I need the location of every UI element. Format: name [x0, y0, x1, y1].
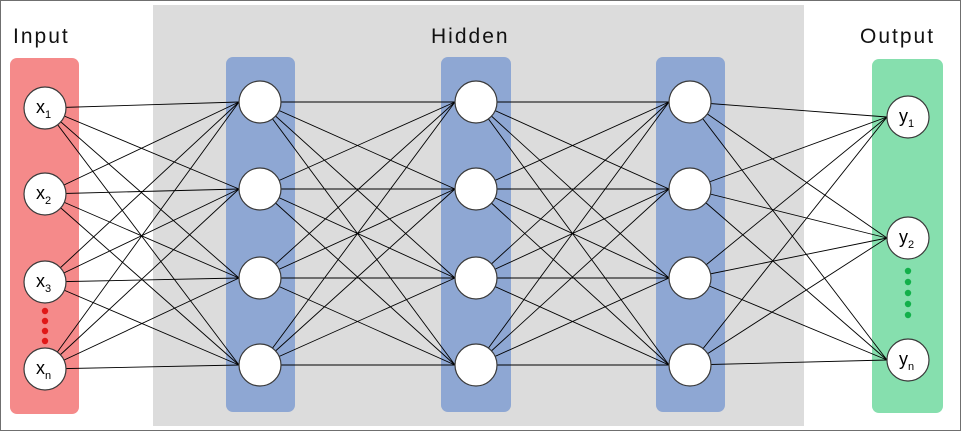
- neurons: x1 x2 x3 xn y1 y2 yn: [23, 80, 930, 391]
- neuron-circle: [454, 343, 498, 387]
- connection-line: [259, 277, 456, 366]
- connection-line: [689, 116, 888, 366]
- neuron-circle: [23, 347, 67, 391]
- connection-line: [44, 188, 240, 370]
- neuron-circle: [238, 80, 282, 124]
- neuron-label: x1: [36, 97, 51, 121]
- connection-line: [259, 101, 456, 366]
- input-neuron: x1: [23, 86, 67, 130]
- connection-line: [475, 101, 670, 190]
- input-section-label: Input: [13, 25, 70, 48]
- output-neuron: y2: [886, 216, 930, 260]
- connections: [44, 101, 888, 370]
- hidden-neuron-layer-3: [668, 343, 712, 387]
- connection-line: [689, 116, 888, 190]
- connection-line: [689, 101, 888, 118]
- connection-line: [475, 101, 670, 366]
- input-layer-band: [10, 58, 79, 414]
- neuron-circle: [886, 95, 930, 139]
- connection-line: [689, 237, 888, 366]
- connection-line: [44, 277, 240, 283]
- hidden-neuron-layer-1: [238, 343, 282, 387]
- neuron-circle: [23, 172, 67, 216]
- neuron-circle: [668, 343, 712, 387]
- neuron-label: x2: [36, 183, 51, 207]
- hidden-neuron-layer-2: [454, 167, 498, 211]
- connection-line: [44, 101, 240, 195]
- hidden-layer-2-band: [441, 57, 511, 412]
- input-ellipsis-dot: [41, 327, 49, 335]
- output-neuron: yn: [886, 338, 930, 382]
- output-neuron: y1: [886, 95, 930, 139]
- connection-line: [44, 101, 240, 109]
- neuron-circle: [454, 80, 498, 124]
- connection-line: [475, 277, 670, 366]
- neuron-circle: [454, 256, 498, 300]
- input-neuron: x3: [23, 260, 67, 304]
- connection-line: [689, 116, 888, 279]
- neuron-circle: [886, 216, 930, 260]
- connection-line: [689, 359, 888, 366]
- hidden-neuron-layer-3: [668, 256, 712, 300]
- neuron-circle: [886, 338, 930, 382]
- output-section-label: Output: [860, 25, 935, 48]
- connection-line: [44, 364, 240, 370]
- connection-line: [475, 188, 670, 366]
- connection-line: [689, 237, 888, 279]
- neuron-label: x3: [36, 271, 51, 295]
- connection-line: [44, 107, 240, 190]
- neuron-circle: [668, 167, 712, 211]
- neuron-label: yn: [899, 349, 914, 373]
- connection-line: [44, 277, 240, 370]
- neuron-circle: [238, 256, 282, 300]
- neuron-circle: [668, 80, 712, 124]
- neuron-label: y2: [899, 227, 914, 251]
- connection-line: [44, 107, 240, 366]
- neuron-circle: [668, 256, 712, 300]
- hidden-neuron-layer-2: [454, 343, 498, 387]
- output-ellipsis-dot: [904, 267, 912, 275]
- hidden-neuron-layer-3: [668, 167, 712, 211]
- connection-line: [259, 101, 456, 279]
- ellipsis-dots: [41, 267, 912, 345]
- connection-line: [689, 101, 888, 239]
- hidden-neuron-layer-1: [238, 167, 282, 211]
- connection-line: [689, 277, 888, 361]
- connection-line: [44, 101, 240, 283]
- input-ellipsis-dot: [41, 337, 49, 345]
- neuron-label: y1: [899, 106, 914, 130]
- hidden-layer-1-band: [226, 57, 295, 412]
- output-ellipsis-dot: [904, 311, 912, 319]
- neuron-label: xn: [36, 358, 51, 382]
- input-neuron: x2: [23, 172, 67, 216]
- neuron-circle: [23, 260, 67, 304]
- input-neuron: xn: [23, 347, 67, 391]
- connection-line: [689, 101, 888, 361]
- hidden-neuron-layer-1: [238, 80, 282, 124]
- connection-line: [475, 101, 670, 279]
- connection-line: [689, 188, 888, 361]
- output-ellipsis-dot: [904, 300, 912, 308]
- hidden-neuron-layer-1: [238, 256, 282, 300]
- connection-line: [259, 101, 456, 190]
- neuron-circle: [238, 167, 282, 211]
- connection-line: [259, 188, 456, 366]
- output-ellipsis-dot: [904, 289, 912, 297]
- connection-line: [44, 101, 240, 370]
- neuron-circle: [23, 86, 67, 130]
- neuron-circle: [454, 167, 498, 211]
- connection-line: [689, 188, 888, 239]
- hidden-section-label: Hidden: [431, 25, 510, 48]
- hidden-neuron-layer-2: [454, 80, 498, 124]
- input-ellipsis-dot: [41, 317, 49, 325]
- connection-line: [44, 107, 240, 279]
- hidden-neuron-layer-2: [454, 256, 498, 300]
- neuron-circle: [238, 343, 282, 387]
- hidden-neuron-layer-3: [668, 80, 712, 124]
- hidden-layer-3-band: [656, 57, 725, 412]
- input-ellipsis-dot: [41, 307, 49, 315]
- output-ellipsis-dot: [904, 278, 912, 286]
